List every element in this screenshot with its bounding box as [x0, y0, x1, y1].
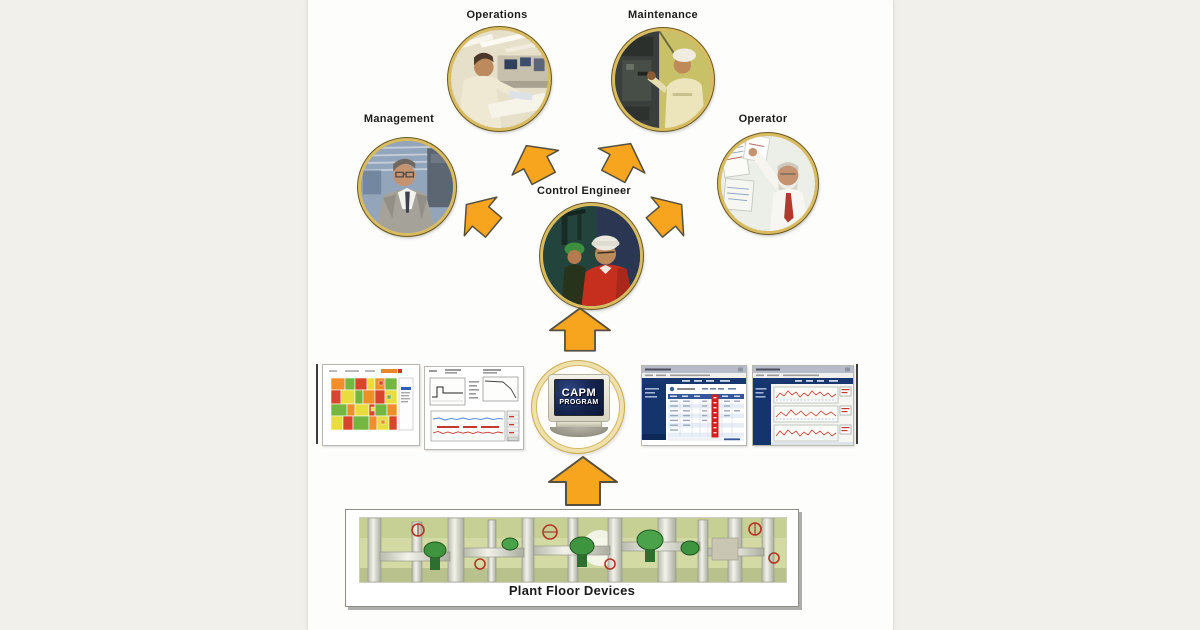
- arrow-capm-to-engineer: [549, 306, 611, 353]
- plant-floor-box: Plant Floor Devices: [345, 509, 799, 607]
- control-engineer-photo: [540, 203, 643, 309]
- arrow-to-operations: [499, 127, 570, 196]
- operations-photo: [448, 27, 551, 131]
- management-photo-illustration: [361, 141, 453, 233]
- operator-photo: [718, 133, 818, 234]
- plant-floor-label: Plant Floor Devices: [508, 583, 636, 598]
- screenshot-trend-charts: [752, 365, 854, 446]
- maintenance-photo: [612, 28, 714, 131]
- operations-photo-illustration: [451, 30, 548, 128]
- maintenance-label: Maintenance: [628, 9, 698, 21]
- arrow-to-management: [445, 181, 515, 252]
- screenshot-asset-table: [641, 365, 747, 446]
- capm-monitor: CAPM PROGRAM: [548, 374, 610, 422]
- plant-floor-illustration: [360, 518, 786, 582]
- operator-photo-illustration: [721, 136, 815, 231]
- management-label: Management: [363, 113, 435, 125]
- capm-program-node: CAPM PROGRAM: [531, 360, 625, 454]
- arrow-to-operator: [633, 181, 703, 252]
- arrow-plant-to-capm: [548, 456, 618, 506]
- management-photo: [358, 138, 456, 236]
- capm-subtitle: PROGRAM: [559, 399, 599, 406]
- control-engineer-photo-illustration: [543, 206, 640, 306]
- control-engineer-label: Control Engineer: [536, 185, 632, 197]
- capm-title: CAPM: [561, 387, 597, 399]
- screenshot-loop-charts: [424, 366, 524, 450]
- band-bracket-left: [316, 364, 318, 444]
- arrow-to-maintenance: [586, 125, 657, 194]
- band-bracket-right: [856, 364, 858, 444]
- plant-floor-photo: [359, 517, 787, 583]
- maintenance-photo-illustration: [615, 31, 711, 128]
- monitor-stand: [550, 427, 608, 437]
- screenshot-heatmap: [322, 364, 420, 446]
- capm-screen: CAPM PROGRAM: [554, 379, 604, 416]
- operations-label: Operations: [466, 9, 528, 21]
- operator-label: Operator: [738, 113, 788, 125]
